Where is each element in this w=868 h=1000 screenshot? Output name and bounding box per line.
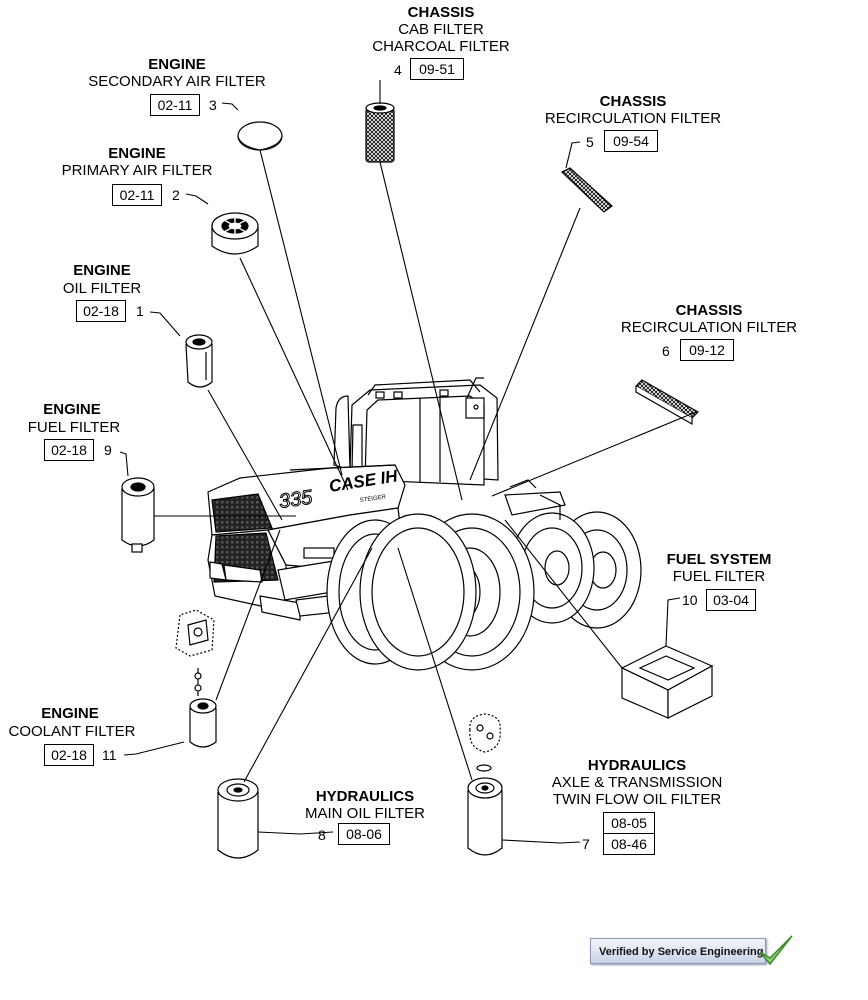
fuel-system-item-number: 10 <box>682 592 698 608</box>
main-oil-item-number: 8 <box>318 827 326 843</box>
recirculation-mid-name: RECIRCULATION FILTER <box>620 319 798 336</box>
secondary-air-item-number: 3 <box>209 97 217 113</box>
main-oil-category: HYDRAULICS <box>315 788 415 805</box>
cab <box>349 377 499 486</box>
primary-air-ref[interactable]: 02-11 <box>112 184 162 206</box>
recirculation-mid-item-number: 6 <box>662 343 670 359</box>
oil-category: ENGINE <box>73 262 131 279</box>
twin-flow-oil-filter-icon <box>467 713 503 856</box>
coolant-filter-icon <box>175 609 217 748</box>
main-oil-ref[interactable]: 08-06 <box>338 823 390 845</box>
main-oil-name: MAIN OIL FILTER <box>304 805 425 822</box>
recirculation-filter-top-icon <box>560 167 613 213</box>
tractor: 335 CASE IH STEIGER <box>207 377 642 671</box>
oil-filter-icon <box>185 334 213 388</box>
fuel-item-number: 9 <box>104 442 112 458</box>
coolant-ref[interactable]: 02-18 <box>44 744 94 766</box>
fuel-system-category: FUEL SYSTEM <box>666 551 772 568</box>
primary-air-filter-icon <box>211 212 259 255</box>
recirculation-top-item-number: 5 <box>586 134 594 150</box>
fuel-filter-icon <box>121 477 155 553</box>
model-number: 335 <box>278 486 315 513</box>
fuel-system-filter-icon <box>620 645 714 719</box>
twin-flow-name: AXLE & TRANSMISSION <box>551 774 723 791</box>
secondary-air-name: SECONDARY AIR FILTER <box>88 73 266 90</box>
cab-name: CAB FILTER <box>398 21 484 38</box>
fuel-category: ENGINE <box>43 401 101 418</box>
cab-filter-icon <box>365 102 395 163</box>
fuel-ref[interactable]: 02-18 <box>44 439 94 461</box>
twin-flow-item-number: 7 <box>582 836 590 852</box>
primary-air-item-number: 2 <box>172 187 180 203</box>
leader-lines <box>119 80 697 844</box>
coolant-category: ENGINE <box>41 705 99 722</box>
cab-item-number: 4 <box>394 62 402 78</box>
cab-name-2: CHARCOAL FILTER <box>372 38 510 55</box>
primary-air-category: ENGINE <box>108 145 166 162</box>
cab-ref[interactable]: 09-51 <box>410 58 464 80</box>
recirculation-mid-category: CHASSIS <box>675 302 743 319</box>
fuel-name: FUEL FILTER <box>27 419 121 436</box>
oil-name: OIL FILTER <box>62 280 142 297</box>
twin-flow-category: HYDRAULICS <box>587 757 687 774</box>
verified-stamp: Verified by Service Engineering <box>590 938 766 964</box>
air-precleaner <box>351 424 363 473</box>
oil-ref[interactable]: 02-18 <box>76 300 126 322</box>
secondary-air-filter-icon <box>237 121 283 151</box>
series-decal: STEIGER <box>359 494 387 504</box>
recirculation-top-name: RECIRCULATION FILTER <box>544 110 722 127</box>
twin-flow-name-2: TWIN FLOW OIL FILTER <box>552 791 722 808</box>
fuel-system-ref[interactable]: 03-04 <box>706 589 756 611</box>
front-wheels <box>326 513 535 671</box>
exhaust-stack <box>333 395 351 471</box>
coolant-item-number: 11 <box>102 747 117 763</box>
recirculation-mid-ref[interactable]: 09-12 <box>680 339 734 361</box>
twin-flow-ref-1[interactable]: 08-05 <box>603 812 655 834</box>
main-oil-filter-icon <box>217 778 259 859</box>
cab-category: CHASSIS <box>407 4 475 21</box>
primary-air-name: PRIMARY AIR FILTER <box>61 162 213 179</box>
recirculation-filter-mid-icon <box>635 379 699 426</box>
secondary-air-ref[interactable]: 02-11 <box>150 94 200 116</box>
recirculation-top-ref[interactable]: 09-54 <box>604 130 658 152</box>
twin-flow-ref-2[interactable]: 08-46 <box>603 833 655 855</box>
recirculation-top-category: CHASSIS <box>599 93 667 110</box>
fuel-system-name: FUEL FILTER <box>672 568 766 585</box>
coolant-name: COOLANT FILTER <box>8 723 136 740</box>
secondary-air-category: ENGINE <box>148 56 206 73</box>
oil-item-number: 1 <box>136 303 144 319</box>
checkmark-icon <box>759 935 793 966</box>
